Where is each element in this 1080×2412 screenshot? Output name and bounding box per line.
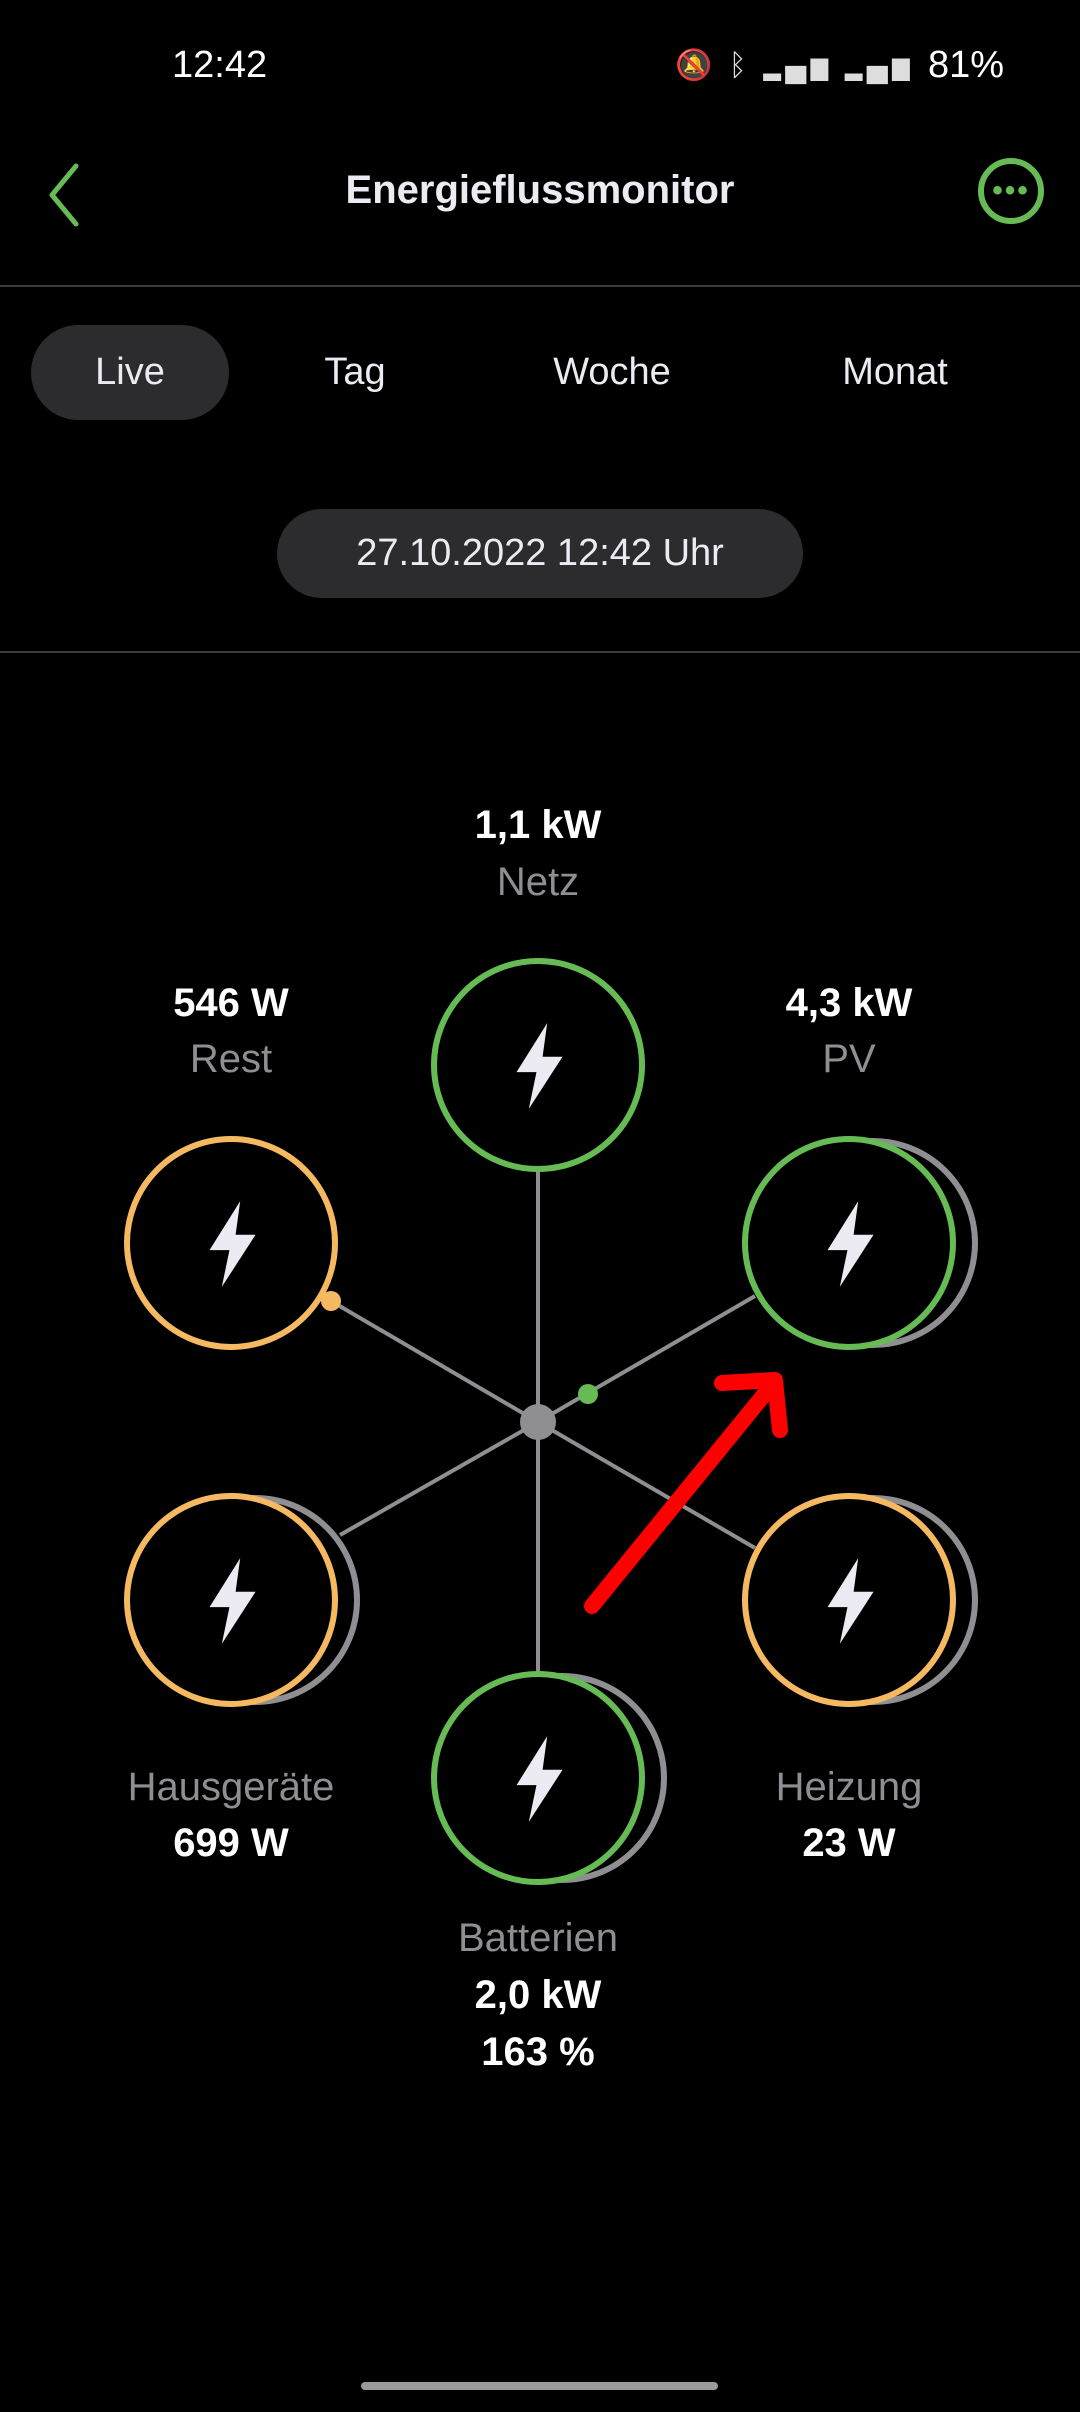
hausgeraete-value: 699 W (173, 1821, 289, 1865)
flow-dot-rest (321, 1291, 341, 1311)
line-hausgeraete (339, 1420, 539, 1537)
pv-value: 4,3 kW (786, 981, 913, 1025)
date-divider (0, 651, 1080, 653)
pv-label: PV (822, 1037, 876, 1081)
hausgeraete-label: Hausgeräte (128, 1765, 335, 1809)
netz-label: Netz (497, 860, 579, 904)
more-icon: ••• (992, 174, 1030, 207)
tab-monat[interactable]: Monat (842, 351, 948, 393)
batterien-label: Batterien (458, 1916, 618, 1960)
heizung-value: 23 W (802, 1821, 896, 1865)
date-selector[interactable]: 27.10.2022 12:42 Uhr (277, 509, 803, 598)
rest-value: 546 W (173, 981, 289, 1025)
red-arrow-annotation (584, 1372, 788, 1614)
batterien-charge: 163 % (481, 2030, 594, 2074)
flow-lines (329, 1170, 757, 1673)
status-icons: 🔕 ᛒ ▂▄▆ ▂▄▆ 81% (675, 44, 1004, 87)
batterien-value: 2,0 kW (475, 1973, 602, 2017)
header-divider (0, 285, 1080, 287)
page-title: Energieflussmonitor (345, 168, 735, 212)
back-chevron-icon[interactable] (40, 160, 90, 230)
line-heizung (536, 1420, 757, 1550)
line-pv (536, 1294, 757, 1424)
tab-tag[interactable]: Tag (324, 351, 386, 393)
tab-live[interactable]: Live (31, 325, 229, 420)
home-indicator[interactable] (361, 2382, 718, 2390)
hub-node (520, 1404, 556, 1440)
netz-value: 1,1 kW (475, 803, 602, 847)
status-time: 12:42 (172, 44, 268, 86)
tab-woche[interactable]: Woche (553, 351, 671, 393)
heizung-label: Heizung (776, 1765, 923, 1809)
status-indicator-icons: 🔕 ᛒ ▂▄▆ ▂▄▆ (675, 49, 914, 82)
rest-label: Rest (190, 1037, 272, 1081)
line-rest (329, 1299, 540, 1424)
battery-percent: 81% (927, 44, 1004, 86)
flow-dot-pv (578, 1384, 598, 1404)
more-options-button[interactable]: ••• (978, 158, 1044, 224)
